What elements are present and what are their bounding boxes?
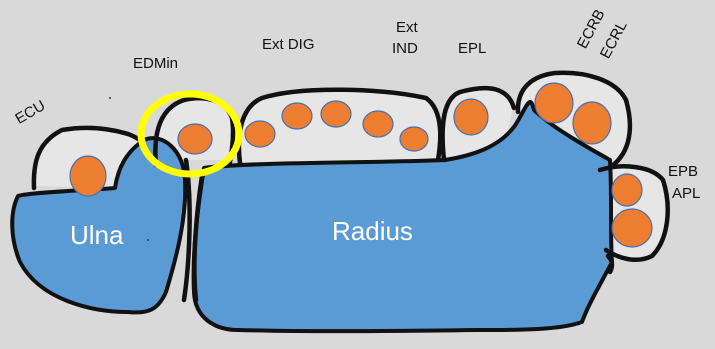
label-apl: APL bbox=[672, 185, 700, 202]
tendon-ext-dig-4 bbox=[363, 111, 393, 137]
label-ecu: ECU bbox=[12, 97, 48, 128]
speck-dot bbox=[147, 239, 149, 241]
tendon-ecu bbox=[70, 156, 106, 196]
speck-dot bbox=[109, 97, 111, 99]
label-ext-ind-line2: IND bbox=[392, 40, 418, 57]
label-radius: Radius bbox=[332, 216, 413, 246]
tendon-edmin bbox=[178, 124, 212, 154]
label-edmin: EDMin bbox=[133, 55, 178, 72]
tendon-ecrl bbox=[573, 102, 611, 144]
tendon-ext-ind bbox=[400, 127, 428, 151]
label-epb: EPB bbox=[668, 163, 698, 180]
tendon-epb bbox=[612, 174, 642, 206]
tendon-ext-dig-1 bbox=[245, 121, 275, 147]
tendon-apl bbox=[612, 209, 652, 247]
tendon-epl bbox=[454, 99, 488, 135]
label-ulna: Ulna bbox=[70, 220, 124, 250]
label-ext-dig: Ext DIG bbox=[262, 36, 315, 53]
tendon-ecrb bbox=[535, 83, 573, 123]
label-ext-ind-line1: Ext bbox=[396, 19, 419, 36]
label-epl: EPL bbox=[458, 40, 486, 57]
tendon-ext-dig-3 bbox=[321, 101, 351, 127]
tendon-ext-dig-2 bbox=[282, 103, 312, 129]
